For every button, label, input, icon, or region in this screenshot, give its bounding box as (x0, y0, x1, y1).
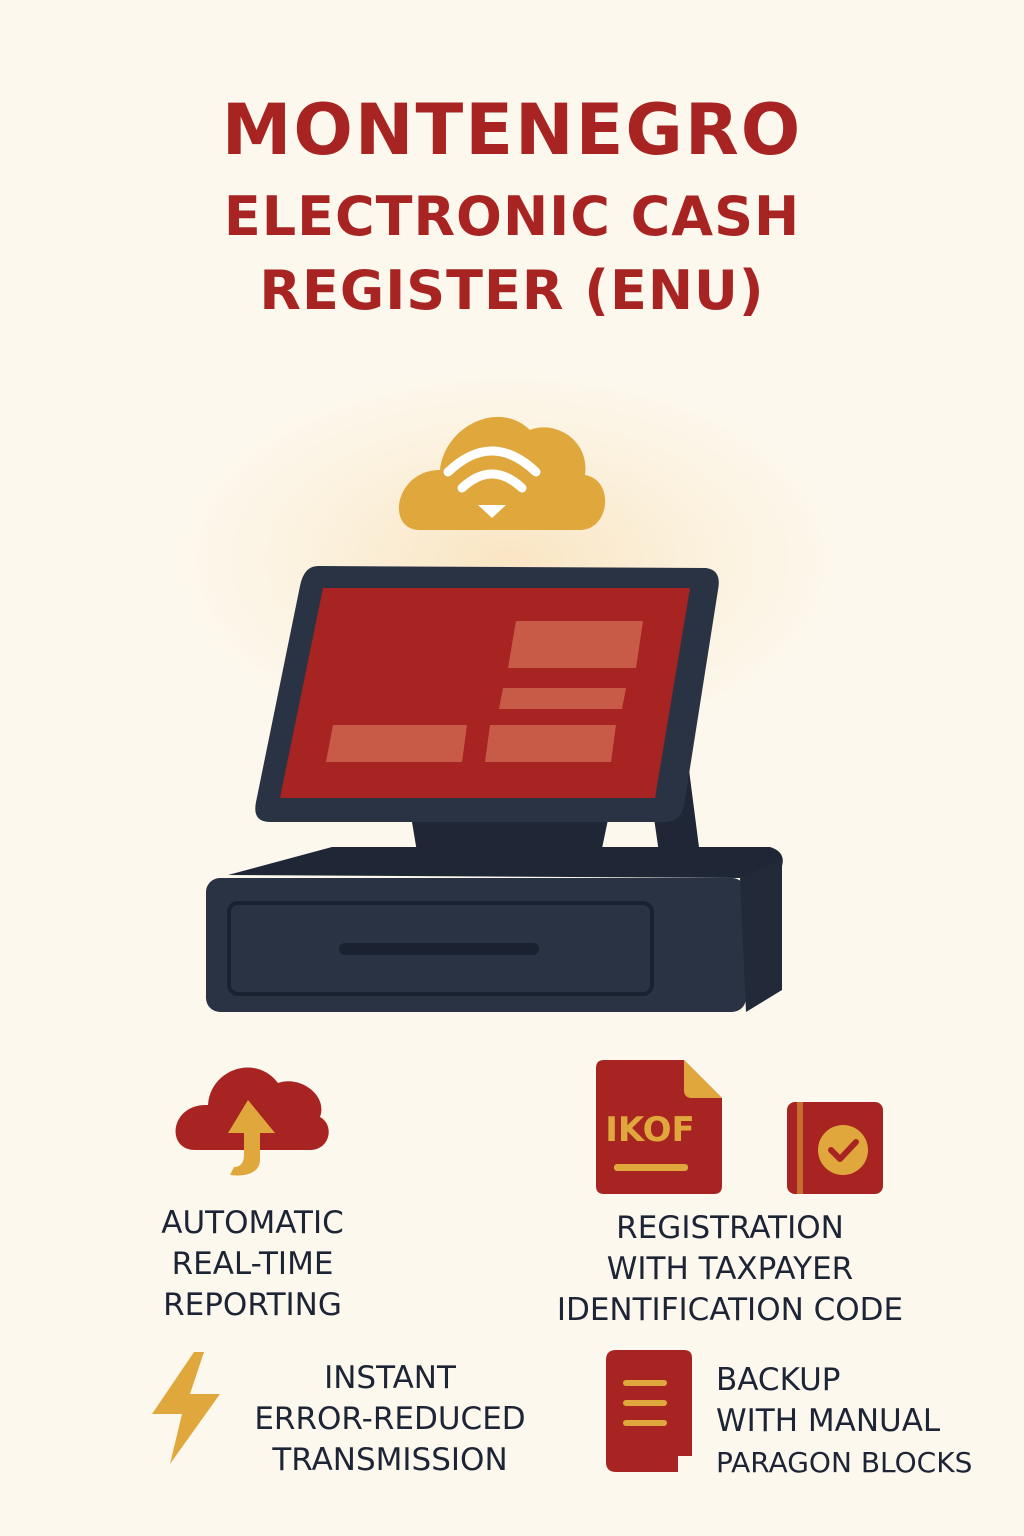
pos-illustration (206, 416, 783, 1012)
wifi-cloud-icon (398, 416, 606, 530)
feature-line: REGISTRATION (616, 1210, 844, 1246)
feature-instant-transmission: INSTANT ERROR-REDUCED TRANSMISSION (230, 1358, 550, 1481)
paper-receipt-icon (606, 1350, 692, 1472)
pos-terminal-icon (206, 566, 783, 1012)
feature-line: BACKUP (716, 1362, 841, 1398)
feature-realtime-reporting: AUTOMATIC REAL-TIME REPORTING (120, 1203, 385, 1326)
feature-line: REAL-TIME (171, 1246, 334, 1282)
ikof-label: IKOF (605, 1110, 695, 1150)
cloud-upload-icon (175, 1067, 329, 1176)
feature-line: INSTANT (324, 1360, 456, 1396)
page-subtitle-line-2: REGISTER (ENU) (259, 259, 765, 322)
feature-paragon-backup: BACKUP WITH MANUAL PARAGON BLOCKS (716, 1360, 1016, 1483)
feature-line: IDENTIFICATION CODE (556, 1292, 904, 1328)
page-subtitle-line-1: ELECTRONIC CASH (223, 185, 801, 248)
feature-line: TRANSMISSION (272, 1442, 508, 1478)
ikof-document-icon: IKOF (596, 1060, 722, 1194)
feature-line: ERROR-REDUCED (254, 1401, 526, 1437)
feature-line: AUTOMATIC (161, 1205, 344, 1241)
title-block: MONTENEGRO ELECTRONIC CASH REGISTER (ENU… (0, 80, 1024, 328)
feature-taxpayer-registration: REGISTRATION WITH TAXPAYER IDENTIFICATIO… (500, 1208, 960, 1331)
page-title: MONTENEGRO (221, 89, 803, 171)
feature-line: PARAGON BLOCKS (716, 1446, 973, 1479)
feature-line: REPORTING (163, 1287, 342, 1323)
lightning-icon (152, 1352, 220, 1464)
feature-line: WITH TAXPAYER (606, 1251, 854, 1287)
check-badge-icon (787, 1102, 883, 1194)
feature-line: WITH MANUAL (716, 1403, 941, 1439)
